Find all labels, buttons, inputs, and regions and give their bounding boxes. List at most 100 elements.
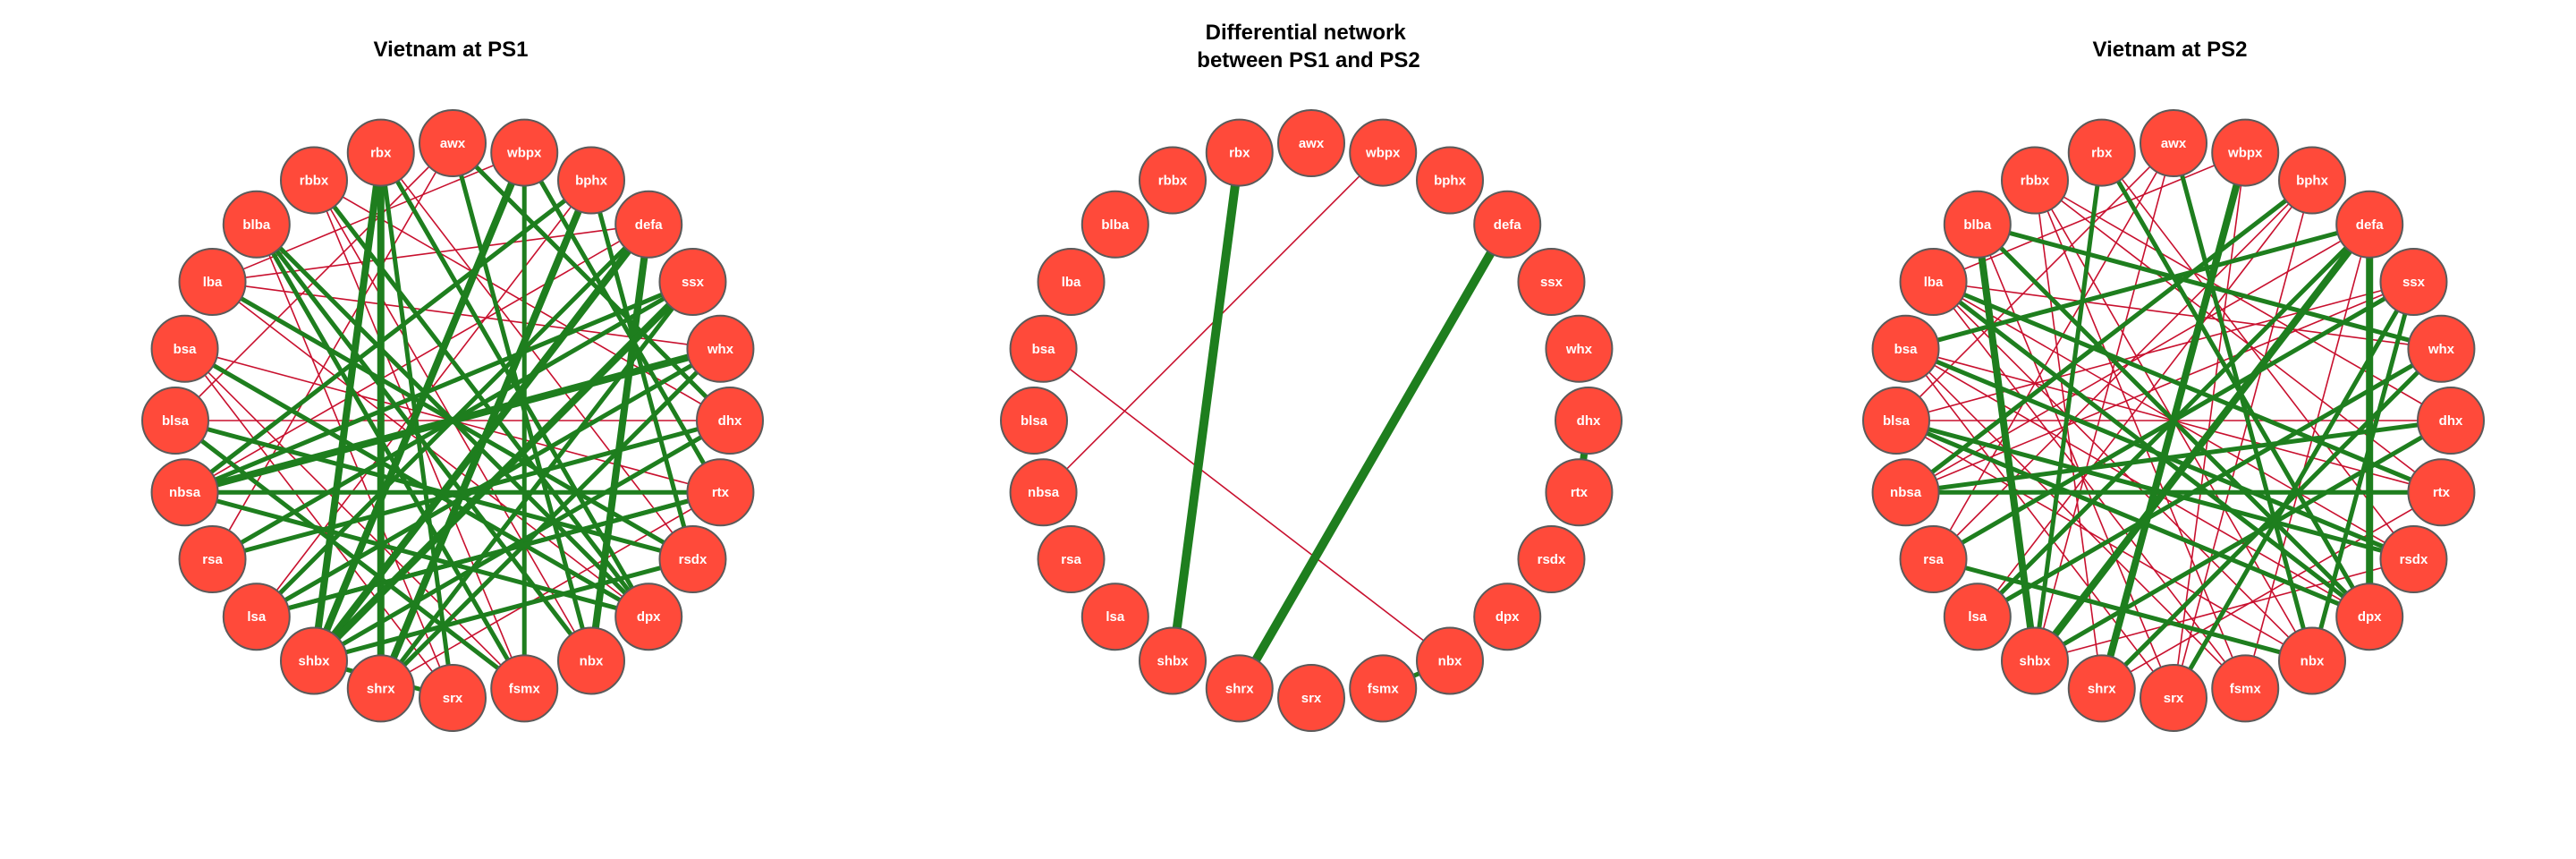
node-label: srx bbox=[443, 691, 463, 706]
node-circle bbox=[222, 583, 291, 651]
panel-differential-network: Differential network between PS1 and PS2… bbox=[1000, 21, 1623, 732]
node-nbx: nbx bbox=[1416, 626, 1484, 695]
positive-edge-blba-nbx bbox=[254, 222, 594, 663]
node-circle bbox=[490, 654, 559, 723]
node-circle bbox=[1416, 146, 1484, 215]
node-circle bbox=[1080, 190, 1149, 259]
positive-edge-wbpx-shbx bbox=[310, 149, 529, 665]
node-label: rbx bbox=[1229, 146, 1250, 161]
node-circle bbox=[686, 314, 755, 383]
node-circle bbox=[1139, 146, 1207, 215]
node-fsmx: fsmx bbox=[2211, 654, 2280, 723]
node-bphx: bphx bbox=[1416, 146, 1484, 215]
negative-edge-bsa-nbx bbox=[1043, 348, 1451, 662]
positive-edge-lsa-defa bbox=[1975, 222, 2372, 619]
node-circle bbox=[2335, 583, 2404, 651]
node-label: dhx bbox=[2439, 413, 2463, 429]
node-blsa: blsa bbox=[141, 387, 209, 455]
node-nbx: nbx bbox=[557, 626, 625, 695]
node-label: bphx bbox=[575, 174, 607, 189]
node-circle bbox=[2140, 664, 2207, 732]
node-defa: defa bbox=[2335, 190, 2404, 259]
node-awx: awx bbox=[419, 109, 487, 177]
node-circle bbox=[280, 626, 348, 695]
node-circle bbox=[1139, 626, 1207, 695]
positive-edge-rbx-dpx bbox=[2099, 150, 2372, 619]
negative-edge-dpx-bsa bbox=[1905, 348, 2370, 617]
node-circle bbox=[557, 146, 625, 215]
node-srx: srx bbox=[1277, 664, 1345, 732]
node-dpx: dpx bbox=[2335, 583, 2404, 651]
node-label: blsa bbox=[1883, 413, 1911, 429]
node-label: shbx bbox=[298, 653, 330, 668]
node-label: lba bbox=[1924, 275, 1944, 290]
node-awx: awx bbox=[1277, 109, 1345, 177]
positive-edge-defa-shrx bbox=[1234, 219, 1513, 693]
node-label: rsdx bbox=[679, 552, 708, 567]
node-label: lba bbox=[203, 275, 223, 290]
negative-edge-fsmx-lba bbox=[1932, 281, 2246, 689]
node-circle bbox=[2140, 109, 2207, 177]
node-rbbx: rbbx bbox=[1139, 146, 1207, 215]
positive-edge-dpx-nbsa bbox=[182, 489, 651, 619]
node-label: awx bbox=[2161, 136, 2187, 151]
negative-edge-rbbx-shrx bbox=[2034, 180, 2103, 689]
node-group: awxwbpxbphxdefassxwhxdhxrtxrsdxdpxnbxfsm… bbox=[1000, 109, 1623, 732]
node-label: shbx bbox=[1157, 653, 1189, 668]
node-whx: whx bbox=[686, 314, 755, 383]
node-circle bbox=[1862, 387, 1930, 455]
node-label: whx bbox=[2428, 342, 2455, 357]
node-circle bbox=[1416, 626, 1484, 695]
node-label: defa bbox=[635, 217, 664, 233]
node-circle bbox=[2067, 118, 2136, 187]
positive-edge-dhx-rsa bbox=[210, 418, 733, 562]
node-label: nbsa bbox=[1028, 485, 1060, 500]
negative-edge-nbx-blsa bbox=[1895, 420, 2313, 662]
node-label: bphx bbox=[1434, 174, 1466, 189]
positive-edge-bsa-rsdx bbox=[1903, 346, 2416, 562]
node-ssx: ssx bbox=[658, 248, 727, 316]
negative-edge-nbsa-defa bbox=[1905, 224, 2370, 493]
node-circle bbox=[346, 118, 415, 187]
positive-edge-blba-fsmx bbox=[254, 222, 527, 691]
node-label: lsa bbox=[247, 609, 267, 625]
node-label: rtx bbox=[712, 485, 730, 500]
positive-edge-shrx-whx bbox=[2099, 346, 2444, 691]
node-lsa: lsa bbox=[1080, 583, 1149, 651]
node-circle bbox=[614, 583, 683, 651]
node-label: ssx bbox=[2402, 275, 2426, 290]
negative-edge-lba-whx bbox=[1933, 281, 2442, 350]
node-circle bbox=[1009, 314, 1078, 383]
node-label: awx bbox=[1299, 136, 1325, 151]
positive-edge-rbx-shbx bbox=[1168, 148, 1244, 666]
positive-edge-dhx-shbx bbox=[2032, 418, 2453, 663]
node-circle bbox=[280, 146, 348, 215]
node-label: dpx bbox=[637, 609, 661, 625]
node-circle bbox=[2407, 314, 2476, 383]
positive-edge-defa-bsa bbox=[1903, 222, 2372, 352]
node-label: blsa bbox=[1021, 413, 1048, 429]
node-shrx: shrx bbox=[1205, 654, 1274, 723]
node-shbx: shbx bbox=[280, 626, 348, 695]
node-label: rbx bbox=[2091, 146, 2113, 161]
node-label: rbbx bbox=[300, 174, 329, 189]
negative-edge-fsmx-rbbx bbox=[2034, 180, 2246, 689]
node-circle bbox=[1555, 387, 1623, 455]
node-label: rsa bbox=[1923, 552, 1944, 567]
negative-edge-blba-srx bbox=[1977, 224, 2174, 699]
panel-ps1-network: Vietnam at PS1 awxwbpxbphxdefassxwhxdhxr… bbox=[141, 38, 764, 732]
node-label: blba bbox=[242, 217, 270, 233]
negative-edge-rbbx-dhx bbox=[2034, 179, 2452, 421]
node-label: srx bbox=[1301, 691, 1322, 706]
node-label: rtx bbox=[1571, 485, 1589, 500]
node-label: srx bbox=[2164, 691, 2184, 706]
node-ssx: ssx bbox=[2379, 248, 2448, 316]
node-circle bbox=[2417, 387, 2485, 455]
node-label: rbbx bbox=[1158, 174, 1188, 189]
node-label: bphx bbox=[2296, 174, 2328, 189]
node-bphx: bphx bbox=[557, 146, 625, 215]
positive-edge-rsdx-blsa bbox=[173, 418, 695, 562]
node-label: dhx bbox=[1577, 413, 1601, 429]
node-circle bbox=[696, 387, 764, 455]
positive-edge-rsa-nbx bbox=[1931, 557, 2315, 663]
